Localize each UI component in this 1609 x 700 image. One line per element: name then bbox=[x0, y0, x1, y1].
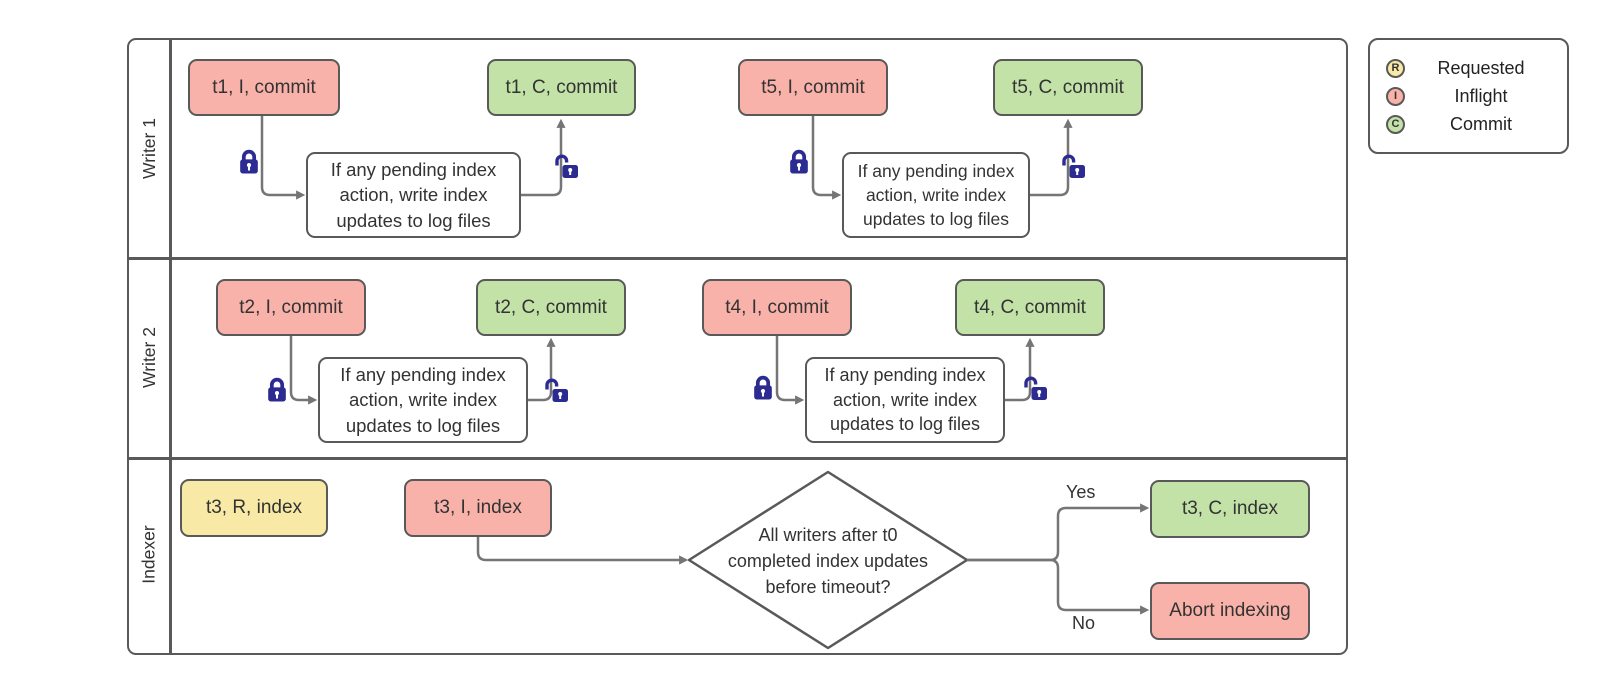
connector-decision-no bbox=[967, 558, 1150, 615]
lane-writer1-label-cell: Writer 1 bbox=[129, 40, 169, 257]
legend-label: Requested bbox=[1437, 57, 1525, 78]
lane-writer2-label-cell: Writer 2 bbox=[129, 257, 169, 457]
node-t2-commit: t2, C, commit bbox=[476, 279, 626, 336]
connector-t5-to-note bbox=[811, 116, 842, 200]
connector-note-to-t4c bbox=[1005, 337, 1035, 402]
lane-divider-2 bbox=[129, 457, 1346, 460]
lock-closed-icon bbox=[265, 376, 289, 403]
lane-divider-1 bbox=[129, 257, 1346, 260]
connector-note-to-t1c bbox=[521, 118, 566, 197]
legend-label: Inflight bbox=[1454, 85, 1508, 106]
legend-item-inflight: I Inflight bbox=[1386, 84, 1557, 109]
node-t2-inflight: t2, I, commit bbox=[216, 279, 366, 336]
lock-closed-icon bbox=[751, 374, 775, 401]
lock-open-icon bbox=[1023, 375, 1047, 402]
note-writer1-b: If any pending index action, write index… bbox=[842, 152, 1030, 238]
lock-open-icon bbox=[544, 377, 568, 404]
node-t3-inflight: t3, I, index bbox=[404, 479, 552, 537]
connector-t4-to-note bbox=[775, 336, 805, 405]
connector-t2-to-note bbox=[289, 336, 318, 405]
node-t5-commit: t5, C, commit bbox=[993, 59, 1143, 116]
legend-item-commit: C Commit bbox=[1386, 112, 1557, 137]
connector-t1-to-note bbox=[260, 116, 306, 200]
lane-indexer-label-cell: Indexer bbox=[129, 457, 169, 652]
lane-label: Indexer bbox=[138, 525, 159, 584]
lane-label-divider bbox=[169, 40, 172, 653]
node-t1-inflight: t1, I, commit bbox=[188, 59, 340, 116]
lock-closed-icon bbox=[237, 148, 261, 175]
connector-note-to-t5c bbox=[1030, 118, 1073, 197]
node-abort-indexing: Abort indexing bbox=[1150, 582, 1310, 640]
lock-closed-icon bbox=[787, 148, 811, 175]
swimlane-frame: Writer 1 Writer 2 Indexer bbox=[127, 38, 1348, 655]
lock-open-icon bbox=[1061, 153, 1085, 180]
note-writer1-a: If any pending index action, write index… bbox=[306, 152, 521, 238]
connector-t3i-to-decision bbox=[476, 537, 689, 565]
decision-question: All writers after t0 completed index upd… bbox=[727, 524, 929, 598]
lane-label: Writer 2 bbox=[138, 326, 159, 388]
decision-no-label: No bbox=[1072, 613, 1096, 633]
lane-label: Writer 1 bbox=[138, 118, 159, 179]
lock-open-icon bbox=[554, 153, 578, 180]
note-writer2-b: If any pending index action, write index… bbox=[805, 357, 1005, 443]
decision-yes-label: Yes bbox=[1066, 482, 1096, 502]
note-writer2-a: If any pending index action, write index… bbox=[318, 357, 528, 443]
node-t3-requested: t3, R, index bbox=[180, 479, 328, 537]
legend-label: Commit bbox=[1450, 113, 1512, 134]
legend: R Requested I Inflight C Commit bbox=[1368, 38, 1569, 154]
node-t4-inflight: t4, I, commit bbox=[702, 279, 852, 336]
connector-note-to-t2c bbox=[528, 337, 556, 402]
node-t1-commit: t1, C, commit bbox=[487, 59, 636, 116]
commit-state-icon: C bbox=[1386, 114, 1405, 134]
node-t3-commit: t3, C, index bbox=[1150, 480, 1310, 538]
inflight-state-icon: I bbox=[1386, 86, 1405, 106]
node-t5-inflight: t5, I, commit bbox=[738, 59, 888, 116]
node-t4-commit: t4, C, commit bbox=[955, 279, 1105, 336]
legend-item-requested: R Requested bbox=[1386, 56, 1557, 81]
requested-state-icon: R bbox=[1386, 58, 1405, 78]
